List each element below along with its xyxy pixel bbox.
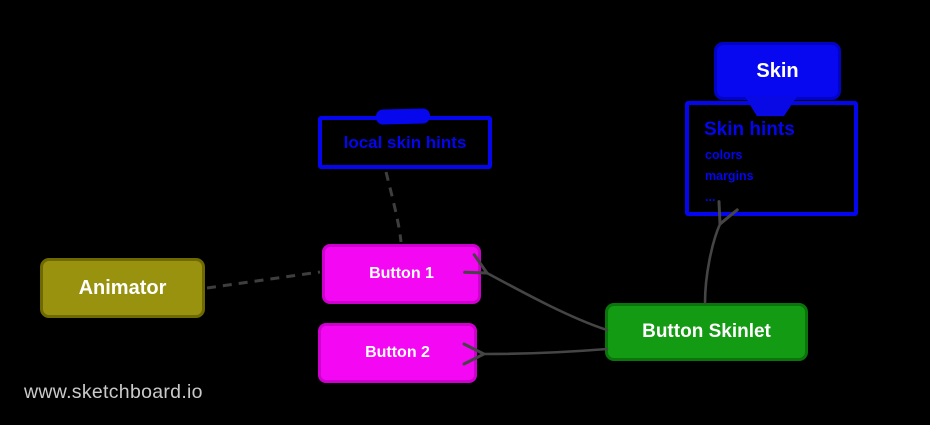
skin-hints-item-margins: margins (705, 169, 754, 183)
node-local-skin-hints[interactable]: local skin hints (318, 116, 492, 169)
node-button-1-label: Button 1 (369, 265, 434, 282)
node-button-2[interactable]: Button 2 (318, 323, 477, 383)
node-local-skin-hints-label: local skin hints (343, 132, 467, 152)
node-button-skinlet-label: Button Skinlet (642, 321, 771, 342)
skin-hints-title: Skin hints (704, 119, 795, 140)
skin-hints-item-colors: colors (705, 148, 743, 162)
node-skin-label: Skin (756, 59, 799, 82)
connector-skinlet-to-button2[interactable] (484, 349, 609, 354)
connector-skinlet-to-button1[interactable] (487, 273, 609, 332)
node-button-1[interactable]: Button 1 (322, 244, 481, 304)
node-skin[interactable]: Skin (714, 42, 841, 100)
skin-hints-item-ellipsis: ... (705, 190, 716, 204)
local-skin-hints-blob-icon (375, 108, 431, 125)
node-skin-hints[interactable]: Skin hints colors margins ... (685, 101, 858, 216)
sketchboard-watermark: www.sketchboard.io (24, 381, 203, 403)
skin-tab-connector-icon (744, 96, 798, 117)
connector-animator-to-button1[interactable] (206, 270, 321, 290)
node-button-skinlet[interactable]: Button Skinlet (605, 303, 808, 361)
connector-local-skin-hints-to-button1[interactable] (384, 171, 403, 243)
node-animator[interactable]: Animator (40, 258, 205, 318)
connector-skinlet-to-skin-hints[interactable] (703, 224, 720, 305)
node-button-2-label: Button 2 (365, 344, 430, 361)
node-animator-label: Animator (78, 276, 167, 299)
